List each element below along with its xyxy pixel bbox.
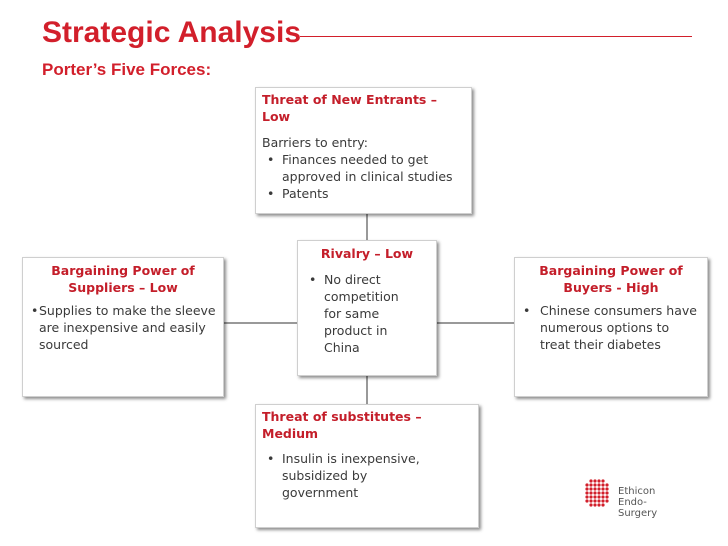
buyers-heading: Bargaining Power of Buyers - High bbox=[539, 263, 683, 295]
suppliers-box: Bargaining Power of Suppliers – Low Supp… bbox=[22, 257, 224, 397]
new-entrants-heading: Threat of New Entrants – Low bbox=[262, 92, 437, 124]
logo-line-1: Ethicon bbox=[618, 486, 656, 497]
title-rule bbox=[300, 36, 692, 37]
buyers-box: Bargaining Power of Buyers - High Chines… bbox=[514, 257, 708, 397]
new-entrants-box: Threat of New Entrants – Low Barriers to… bbox=[255, 87, 472, 214]
ethicon-logo: Ethicon Endo-Surgery bbox=[584, 478, 684, 519]
suppliers-heading: Bargaining Power of Suppliers – Low bbox=[51, 263, 195, 295]
slide-subtitle: Porter’s Five Forces: bbox=[42, 60, 212, 79]
rivalry-bullets: No direct competition for same product i… bbox=[304, 271, 430, 356]
logo-text: Ethicon Endo-Surgery bbox=[618, 486, 684, 519]
substitutes-bullets: Insulin is inexpensive, subsidized by go… bbox=[262, 450, 472, 501]
suppliers-bullets: Supplies to make the sleeve are inexpens… bbox=[26, 302, 220, 353]
logo-line-2: Endo-Surgery bbox=[618, 497, 658, 519]
bullet-item: No direct competition for same product i… bbox=[304, 271, 430, 356]
buyers-bullets: Chinese consumers have numerous options … bbox=[518, 302, 704, 353]
bullet-item: Patents bbox=[262, 185, 465, 202]
bullet-item: Finances needed to get approved in clini… bbox=[262, 151, 465, 185]
rivalry-box: Rivalry – Low No direct competition for … bbox=[297, 240, 437, 376]
new-entrants-intro: Barriers to entry: bbox=[262, 135, 368, 150]
bullet-item: Insulin is inexpensive, subsidized by go… bbox=[262, 450, 472, 501]
substitutes-heading: Threat of substitutes – Medium bbox=[262, 409, 422, 441]
rivalry-heading: Rivalry – Low bbox=[320, 246, 414, 261]
slide-title: Strategic Analysis bbox=[42, 16, 303, 50]
ethicon-dot-grid-icon bbox=[585, 479, 609, 507]
bullet-item: Chinese consumers have numerous options … bbox=[518, 302, 704, 353]
new-entrants-bullets: Finances needed to get approved in clini… bbox=[262, 151, 465, 202]
substitutes-box: Threat of substitutes – Medium Insulin i… bbox=[255, 404, 479, 528]
bullet-item: Supplies to make the sleeve are inexpens… bbox=[26, 302, 220, 353]
